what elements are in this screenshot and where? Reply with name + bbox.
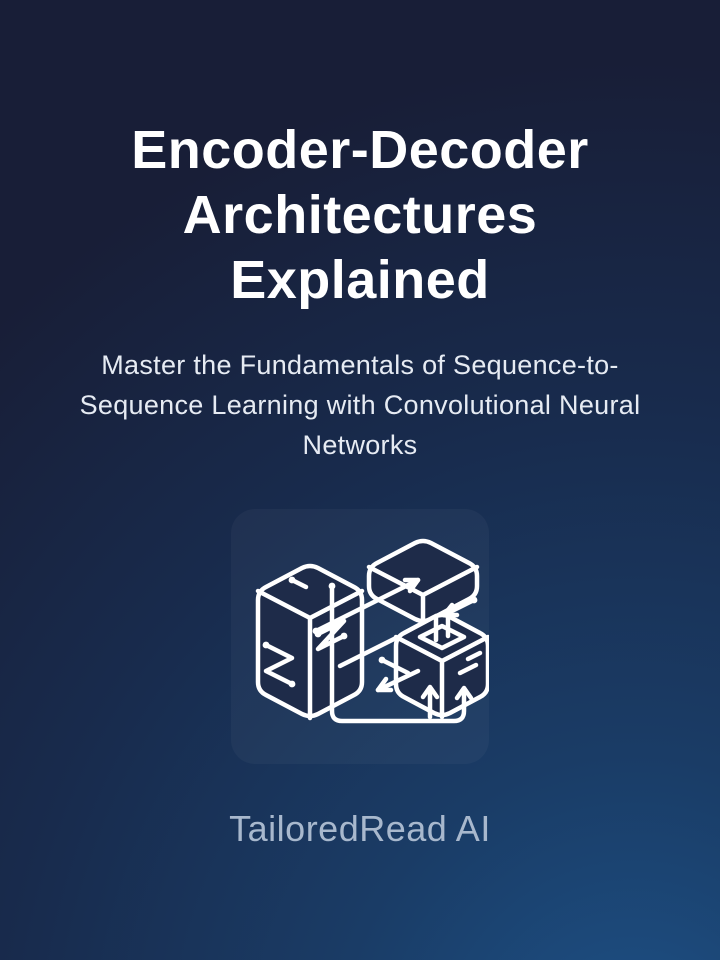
- title-line-3: Explained: [230, 250, 490, 310]
- encoder-box-icon: [255, 563, 365, 721]
- title-line-1: Encoder-Decoder: [131, 120, 589, 180]
- illustration-card: [231, 509, 489, 764]
- up-arrow-icon: [420, 684, 440, 720]
- wire-loop-arrow-icon: [328, 582, 474, 724]
- brand-logo-text: TailoredRead AI: [229, 808, 491, 849]
- subtitle-line-1: Master the Fundamentals of Sequence-to-: [101, 350, 619, 380]
- hidden-state-box-icon: [366, 538, 480, 626]
- encoder-decoder-boxes-illustration: [255, 538, 489, 724]
- circuit-trace-top-icon: [441, 596, 478, 618]
- subtitle-line-2: Sequence Learning with Convolutional Neu…: [79, 390, 641, 420]
- circuit-traces-bottom-icon: [375, 650, 483, 693]
- book-title: Encoder-Decoder Architectures Explained: [50, 118, 670, 313]
- subtitle-line-3: Networks: [302, 430, 418, 460]
- title-line-2: Architectures: [182, 185, 538, 245]
- book-subtitle: Master the Fundamentals of Sequence-to- …: [30, 345, 690, 465]
